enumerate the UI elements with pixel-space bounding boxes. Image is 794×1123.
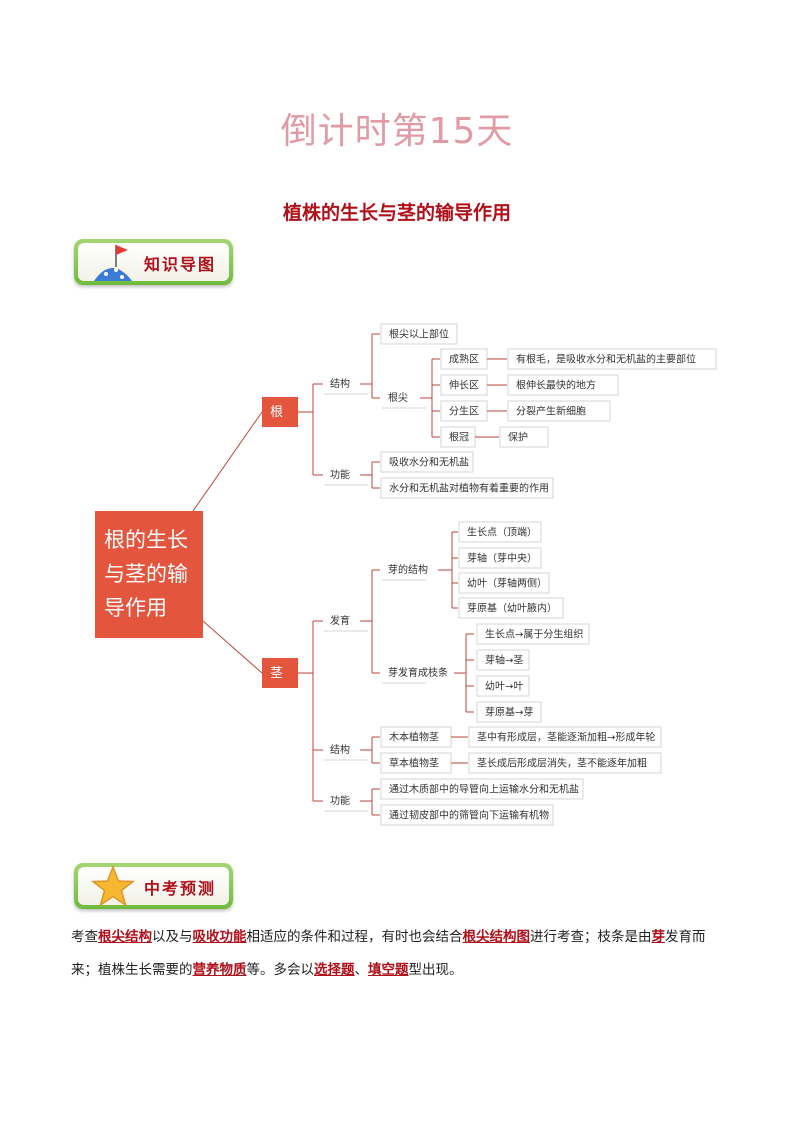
bud-structure-label: 芽的结构 bbox=[388, 563, 428, 576]
page-title: 倒计时第15天 bbox=[280, 111, 514, 152]
jing-function-box bbox=[380, 778, 584, 800]
root-node-label: 与茎的输 bbox=[104, 562, 188, 586]
connector-line bbox=[202, 620, 263, 674]
page-subtitle: 植株的生长与茎的输导作用 bbox=[282, 202, 511, 224]
bud-structure-item-box bbox=[458, 597, 564, 619]
bud-structure-item: 芽原基（幼叶腋内） bbox=[467, 602, 557, 615]
gen-function-box bbox=[380, 477, 554, 499]
bud-to-branch-item: 生长点→属于分生组织 bbox=[485, 628, 583, 641]
jing-node-label: 茎 bbox=[270, 666, 283, 681]
stem-type: 木本植物茎 bbox=[389, 731, 439, 744]
bud-structure-item-box bbox=[458, 572, 550, 594]
zone-name: 伸长区 bbox=[449, 380, 479, 392]
bud-structure-item-box bbox=[458, 547, 542, 569]
bud-to-branch-item-box bbox=[476, 675, 530, 697]
bud-to-branch-item: 芽轴→茎 bbox=[485, 654, 523, 667]
knowledge-map-banner: 知识导图 bbox=[74, 239, 233, 285]
para-text: 型出现。 bbox=[408, 962, 463, 978]
knowledge-map-title: 知识导图 bbox=[144, 255, 217, 274]
para-text: 考查 bbox=[71, 929, 98, 945]
para-text: 、 bbox=[354, 962, 369, 978]
zone-desc: 分裂产生新细胞 bbox=[516, 405, 586, 418]
gen-function: 吸收水分和无机盐 bbox=[389, 456, 469, 469]
gen-function: 水分和无机盐对植物有着重要的作用 bbox=[389, 482, 549, 495]
stem-type-desc: 茎中有形成层，茎能逐渐加粗→形成年轮 bbox=[477, 731, 655, 744]
connector-line bbox=[192, 411, 263, 512]
stem-type-desc-box bbox=[468, 752, 662, 774]
zone-desc-box bbox=[507, 374, 619, 396]
zone-desc-box bbox=[499, 426, 549, 448]
highlight-term: 根尖结构 bbox=[98, 929, 152, 945]
gen-node-label: 根 bbox=[270, 405, 283, 420]
zone-desc-box bbox=[507, 400, 611, 422]
gen-tip-label: 根尖 bbox=[388, 391, 408, 404]
para-text: 进行考查；枝条是由 bbox=[530, 929, 652, 945]
para-text: 以及与 bbox=[152, 929, 193, 945]
bud-structure-item: 芽轴（芽中央） bbox=[467, 552, 537, 565]
jing-develop-label: 发育 bbox=[330, 614, 350, 627]
stem-type-desc-box bbox=[468, 726, 662, 748]
bud-to-branch-item: 芽原基→芽 bbox=[485, 706, 533, 719]
highlight-term: 芽 bbox=[651, 929, 666, 945]
flag-hill-icon bbox=[94, 245, 132, 281]
highlight-term: 吸收功能 bbox=[192, 929, 247, 945]
jing-function-label: 功能 bbox=[330, 794, 350, 807]
bud-structure-item-box bbox=[458, 521, 542, 543]
root-node-label: 导作用 bbox=[104, 596, 167, 620]
bud-to-branch-item-box bbox=[476, 649, 530, 671]
gen-node bbox=[262, 397, 298, 427]
jing-structure-label: 结构 bbox=[330, 743, 350, 756]
gen-function-box bbox=[380, 451, 474, 473]
zone-name: 分生区 bbox=[449, 405, 479, 418]
zone-desc-box bbox=[507, 348, 717, 370]
gen-function-label: 功能 bbox=[330, 468, 350, 481]
bud-to-branch-label: 芽发育成枝条 bbox=[388, 666, 448, 679]
stem-type: 草本植物茎 bbox=[389, 757, 439, 770]
exam-prediction-title: 中考预测 bbox=[144, 879, 217, 898]
bud-structure-item: 幼叶（芽轴两侧） bbox=[467, 577, 547, 590]
highlight-term: 营养物质 bbox=[192, 962, 247, 978]
bud-to-branch-item-box bbox=[476, 701, 542, 723]
zone-name: 成熟区 bbox=[449, 353, 479, 366]
star-icon bbox=[90, 865, 136, 907]
bud-to-branch-item: 幼叶→叶 bbox=[485, 680, 523, 693]
jing-function: 通过木质部中的导管向上运输水分和无机盐 bbox=[389, 783, 579, 796]
gen-above-tip: 根尖以上部位 bbox=[389, 328, 449, 341]
zone-desc: 保护 bbox=[508, 431, 528, 444]
para-text: 发育而来；植株生长需要的 bbox=[71, 929, 706, 978]
para-text: 等。多会以 bbox=[246, 962, 315, 978]
gen-above-tip-box bbox=[380, 323, 458, 345]
highlight-term: 填空题 bbox=[368, 962, 409, 978]
jing-function-box bbox=[380, 804, 554, 826]
para-text: 相适应的条件和过程，有时也会结合 bbox=[246, 929, 463, 945]
zone-desc: 有根毛，是吸收水分和无机盐的主要部位 bbox=[516, 353, 696, 366]
jing-node bbox=[262, 658, 298, 688]
highlight-term: 根尖结构图 bbox=[462, 929, 531, 945]
bud-structure-item: 生长点（顶端） bbox=[467, 526, 537, 539]
gen-structure-label: 结构 bbox=[330, 377, 350, 390]
zone-desc: 根伸长最快的地方 bbox=[516, 379, 596, 392]
zone-name: 根冠 bbox=[449, 431, 469, 444]
exam-prediction-banner: 中考预测 bbox=[74, 863, 233, 909]
jing-function: 通过韧皮部中的筛管向下运输有机物 bbox=[389, 809, 549, 822]
highlight-term: 选择题 bbox=[314, 962, 355, 978]
exam-prediction-paragraph: 考查根尖结构以及与吸收功能相适应的条件和过程，有时也会结合根尖结构图进行考查；枝… bbox=[71, 921, 726, 987]
bud-to-branch-item-box bbox=[476, 623, 590, 645]
stem-type-desc: 茎长成后形成层消失，茎不能逐年加粗 bbox=[477, 757, 647, 770]
root-node-label: 根的生长 bbox=[104, 528, 188, 552]
root-node bbox=[95, 511, 203, 638]
